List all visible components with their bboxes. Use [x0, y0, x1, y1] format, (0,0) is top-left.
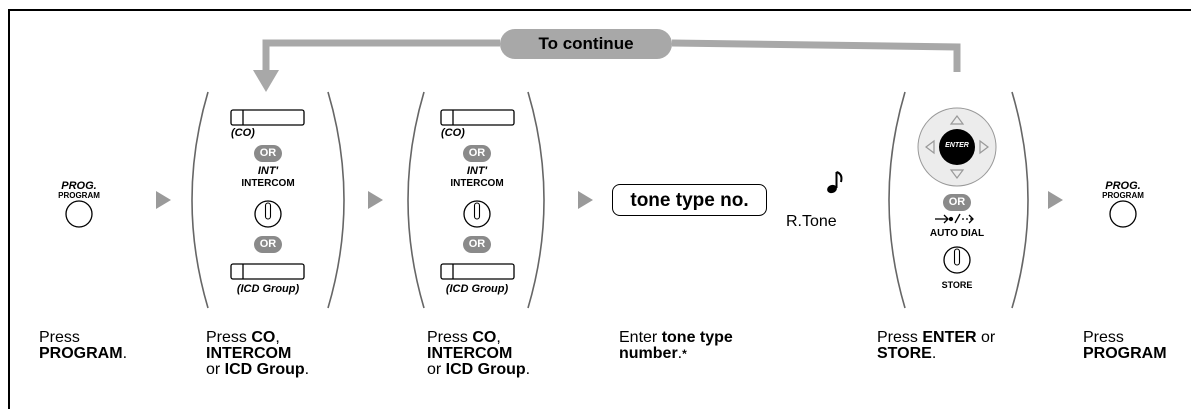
- icd-label-1: (ICD Group): [236, 283, 300, 295]
- intercom-button-2: [463, 200, 491, 228]
- step-arrow-1: [156, 191, 171, 209]
- intercom-button-1: [254, 200, 282, 228]
- caption-step-5: Press ENTER or STORE.: [877, 329, 996, 362]
- icd-label-2: (ICD Group): [445, 283, 509, 295]
- co-button-1: [230, 109, 305, 126]
- auto-dial-label: AUTO DIAL: [929, 228, 985, 239]
- intercom-label-1: INTERCOM: [241, 178, 295, 189]
- or-badge: OR: [254, 145, 282, 162]
- co-label-1: (CO): [231, 127, 255, 139]
- step-arrow-4: [1048, 191, 1063, 209]
- paren-left-3: [888, 91, 906, 309]
- prog-label-2: PROG.: [1105, 180, 1141, 192]
- rtone-label: R.Tone: [786, 213, 837, 230]
- diagram-frame: [8, 9, 1191, 409]
- paren-right-1: [327, 91, 345, 309]
- caption-step-3: Press CO, INTERCOM or ICD Group.: [427, 329, 531, 378]
- enter-key-label: ENTER: [945, 142, 969, 149]
- music-note-icon: [827, 171, 843, 194]
- icd-button-1: [230, 263, 305, 280]
- program-button-2: [1109, 200, 1137, 228]
- store-label: STORE: [941, 280, 973, 290]
- caption-step-6: Press PROGRAM: [1083, 329, 1167, 362]
- paren-left-2: [407, 91, 425, 309]
- or-badge: OR: [254, 236, 282, 253]
- caption-step-1: Press PROGRAM.: [39, 329, 128, 362]
- prog-label-1: PROG.: [61, 180, 97, 192]
- program-label-2: PROGRAM: [1102, 191, 1144, 200]
- or-badge: OR: [463, 145, 491, 162]
- intercom-label-2: INTERCOM: [450, 178, 504, 189]
- to-continue-badge: To continue: [500, 29, 672, 59]
- caption-step-4: Enter tone type number.*: [619, 329, 733, 362]
- paren-right-3: [1011, 91, 1029, 309]
- co-label-2: (CO): [441, 127, 465, 139]
- step-arrow-2: [368, 191, 383, 209]
- tone-type-box: tone type no.: [612, 184, 767, 216]
- step-arrow-3: [578, 191, 593, 209]
- paren-right-2: [527, 91, 545, 309]
- program-label-1: PROGRAM: [58, 191, 100, 200]
- or-badge: OR: [943, 194, 971, 211]
- caption-step-2: Press CO, INTERCOM or ICD Group.: [206, 329, 310, 378]
- auto-dial-symbol: [935, 213, 974, 224]
- loop-arrowhead: [253, 70, 279, 92]
- co-button-2: [440, 109, 515, 126]
- paren-left-1: [191, 91, 209, 309]
- or-badge: OR: [463, 236, 491, 253]
- navigator-key: [917, 107, 997, 187]
- int-label-1: INT': [257, 165, 279, 177]
- int-label-2: INT': [466, 165, 488, 177]
- program-button-1: [65, 200, 93, 228]
- icd-button-2: [440, 263, 515, 280]
- store-button: [943, 246, 971, 274]
